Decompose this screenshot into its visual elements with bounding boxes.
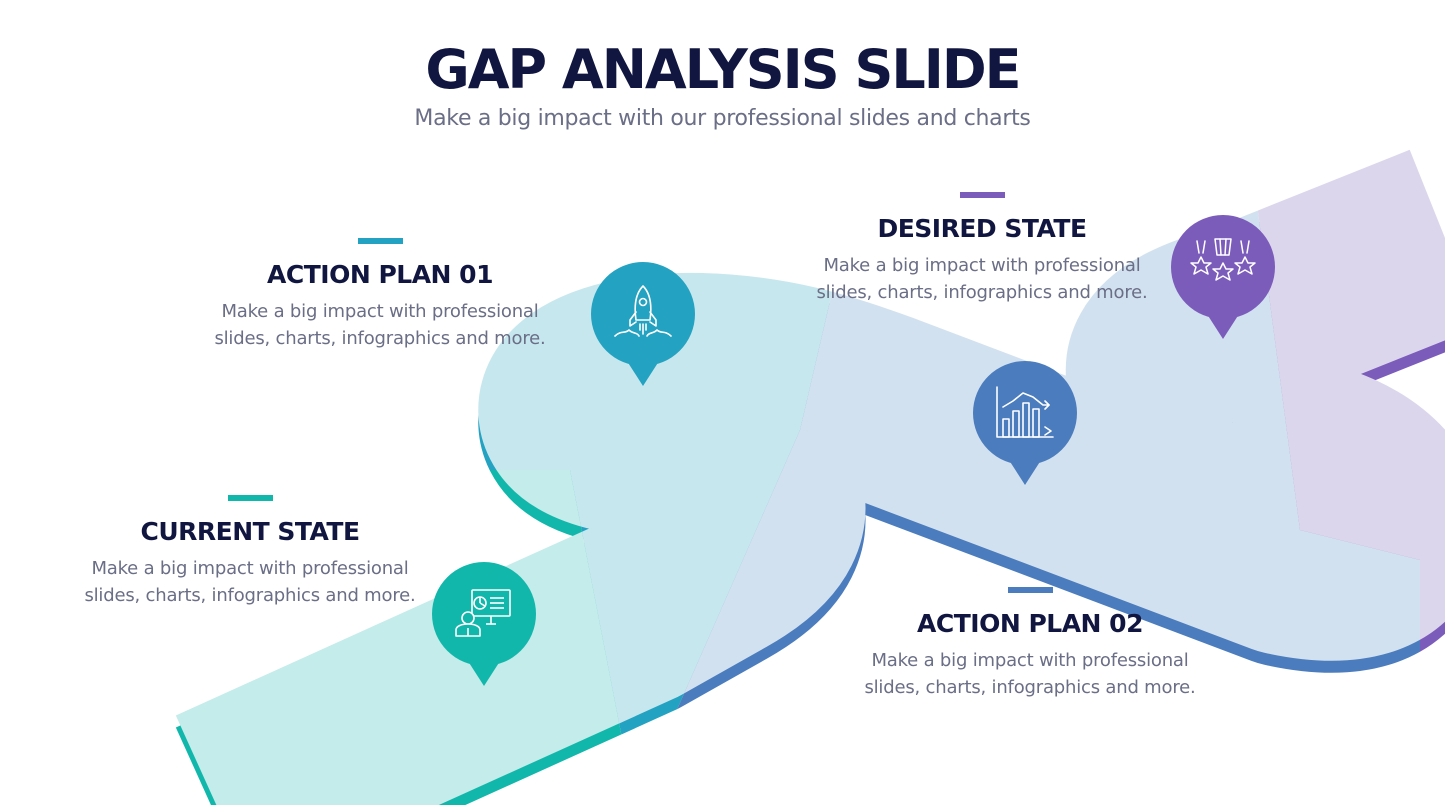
- rocket-icon: [614, 285, 672, 337]
- accent-bar: [357, 238, 403, 244]
- presentation-icon: [455, 589, 511, 637]
- slide-title: GAP ANALYSIS SLIDE: [425, 38, 1021, 101]
- stage-action-plan-02: ACTION PLAN 02 Make a big impact with pr…: [850, 587, 1210, 701]
- pin-current-state: [432, 562, 536, 686]
- stage-description: Make a big impact with professional slid…: [214, 301, 546, 349]
- stage-heading: ACTION PLAN 01: [267, 260, 493, 289]
- stage-current-state: CURRENT STATE Make a big impact with pro…: [70, 495, 430, 609]
- pin-action-plan-01: [591, 262, 695, 386]
- pin-desired-state: [1171, 215, 1275, 339]
- stage-description: Make a big impact with professional slid…: [864, 650, 1196, 698]
- stage-heading: DESIRED STATE: [877, 214, 1087, 243]
- stage-heading: CURRENT STATE: [140, 517, 360, 546]
- stage-desired-state: DESIRED STATE Make a big impact with pro…: [802, 192, 1162, 306]
- award-stars-icon: [1190, 238, 1256, 281]
- accent-bar: [227, 495, 273, 501]
- bar-chart-icon: [996, 386, 1054, 438]
- stage-heading: ACTION PLAN 02: [917, 609, 1143, 638]
- accent-bar: [1007, 587, 1053, 593]
- road-surface: [175, 149, 1445, 805]
- slide-subtitle: Make a big impact with our professional …: [414, 106, 1031, 131]
- accent-bar: [959, 192, 1005, 198]
- pin-action-plan-02: [973, 361, 1077, 485]
- stage-description: Make a big impact with professional slid…: [84, 558, 416, 606]
- stage-description: Make a big impact with professional slid…: [816, 255, 1148, 303]
- stage-action-plan-01: ACTION PLAN 01 Make a big impact with pr…: [200, 238, 560, 352]
